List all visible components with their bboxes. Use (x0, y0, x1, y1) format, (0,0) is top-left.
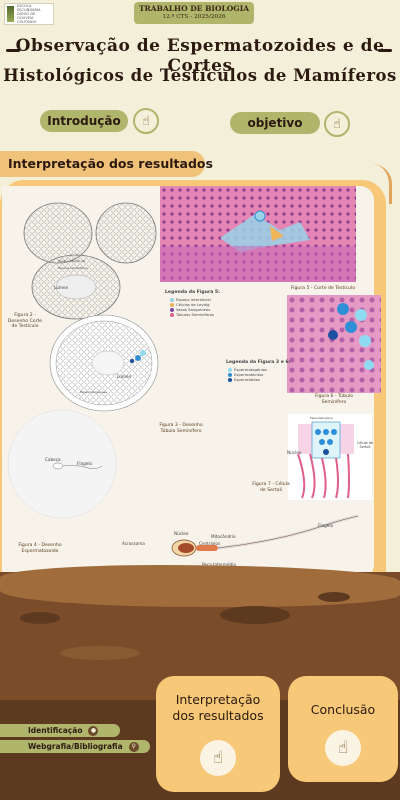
results-card-label: Interpretação (175, 692, 261, 707)
rock-decoration (60, 646, 140, 660)
conclusion-card-label: Conclusão (310, 702, 376, 717)
subject-title: TRABALHO DE BIOLOGIA (138, 4, 250, 13)
figure-2-caption: Figura 2 - Desenho Corte de Testículo (7, 313, 43, 329)
rock-decoration (318, 592, 350, 602)
intro-button[interactable]: Introdução (40, 110, 128, 132)
legend-swatch (228, 378, 232, 382)
person-icon: ● (88, 726, 99, 736)
logo-mark (7, 6, 14, 22)
legend-item: Espermatócitos (228, 372, 267, 377)
results-heading: Interpretação dos resultados (8, 156, 213, 171)
figure-3-6-legend-title: Legenda da Figura 3 e 6: (226, 360, 291, 365)
results-heading-bar (0, 151, 205, 177)
hand-pointer-icon[interactable]: ☝ (325, 730, 361, 766)
school-logo: ESCOLA SECUNDÁRIA DIOGO DE GOUVEIA COUTI… (4, 3, 54, 25)
title-rule-right (378, 49, 392, 52)
fig2-lumen-label: Lúmen (54, 285, 69, 290)
legend-item: Túbulos Seminíferos (170, 312, 214, 317)
bibliography-button[interactable]: Webgrafia/Bibliografia⚲ (0, 740, 150, 753)
subject-badge: TRABALHO DE BIOLOGIA 12.º CTS - 2025/202… (134, 2, 254, 24)
figure-5-testis-photo (160, 186, 356, 282)
fig3-lumen-label: Lúmen (117, 374, 132, 379)
figure-3-tubule-drawing (49, 314, 159, 412)
fig8-midpiece-label: Peça Intermédia (202, 562, 236, 567)
legend-swatch (170, 303, 174, 307)
legend-item: Espermátides (228, 377, 267, 382)
hand-pointer-icon[interactable]: ☝ (324, 111, 350, 137)
legend-item: Espaço intersticial (170, 297, 214, 302)
figure-8-sperm-diagram (171, 514, 359, 557)
class-year: 12.º CTS - 2025/2026 (162, 14, 226, 20)
legend-item: Vasos Sanguíneos (170, 307, 214, 312)
logo-text-line: DIOGO DE GOUVEIA (16, 12, 36, 20)
page-title-line2: Histológicos de Testículos de Mamíferos (3, 66, 397, 85)
legend-item: Espermatogónias (228, 367, 267, 372)
figure-4-sperm-drawing (7, 409, 116, 519)
legend-swatch (170, 313, 174, 317)
conclusion-card[interactable]: Conclusão ☝ (288, 676, 398, 782)
fig7-top-label: Espermatogónia (310, 416, 333, 420)
figure-7-caption: Figura 7 - Célula de Sertoli (252, 482, 290, 493)
hand-pointer-icon[interactable]: ☝ (133, 108, 159, 134)
fig8-mitochondria-label: Mitocôndria (211, 534, 236, 539)
identification-button[interactable]: Identificação● (0, 724, 120, 737)
logo-text-line: COUTINHO (16, 20, 37, 24)
figure-7-sertoli-diagram (288, 414, 372, 500)
fig7-cell-label: Célula de Sertoli (357, 441, 373, 449)
results-card-label: dos resultados (172, 708, 264, 723)
legend-swatch (170, 298, 174, 302)
rock-decoration (20, 612, 60, 624)
legend-item: Células de Leydig (170, 302, 214, 307)
page-title-line1: Observação de Espermatozoides e de Corte… (15, 36, 385, 76)
results-card[interactable]: Interpretação dos resultados ☝ (156, 676, 280, 792)
fig8-nucleus-label: Núcleo (174, 531, 189, 536)
rock-decoration (220, 606, 290, 624)
link-icon: ⚲ (128, 742, 139, 752)
title-rule-left (6, 49, 20, 52)
fig2-tissue-label: Espaço intersticial (58, 259, 86, 263)
figure-3-caption: Figura 3 - Desenho Túbulo Seminífero (159, 423, 203, 434)
fig8-flagellum-label: Flagelo (318, 523, 334, 528)
hand-pointer-icon[interactable]: ☝ (200, 740, 236, 776)
fig4-head-label: Cabeça (45, 457, 61, 462)
legend-swatch (228, 368, 232, 372)
legend-swatch (170, 308, 174, 312)
fig8-acrosome-label: Acrossoma (122, 541, 145, 546)
fig8-centrioles-label: Centríolos (199, 541, 221, 546)
fig3-cells-label: Espermatogénese (80, 390, 108, 394)
fig2-tubules-label: Túbulos seminíferos (58, 266, 88, 270)
fig7-nucleus-label: Núcleo (287, 450, 302, 455)
fig4-flagellum-label: Flagelo (77, 461, 93, 466)
figure-6-caption: Figura 6 - Túbulo Seminífero (314, 394, 353, 405)
figure-6-tubule-photo (287, 295, 381, 393)
figure-3-6-legend: Espermatogónias Espermatócitos Espermáti… (228, 367, 267, 382)
figure-4-caption: Figura 4 - Desenho Espermatozoide (18, 543, 62, 554)
figure-5-legend: Espaço intersticial Células de Leydig Va… (170, 297, 214, 317)
figure-5-caption: Figura 5 - Corte de Testículo (290, 286, 356, 291)
figure-2-testis-drawing (23, 202, 157, 320)
legend-swatch (228, 373, 232, 377)
logo-text-line: ESCOLA SECUNDÁRIA (16, 4, 41, 12)
objective-button[interactable]: objetivo (230, 112, 320, 134)
decorative-swirl (372, 164, 392, 204)
figure-5-legend-title: Legenda da Figura 5: (165, 290, 220, 295)
